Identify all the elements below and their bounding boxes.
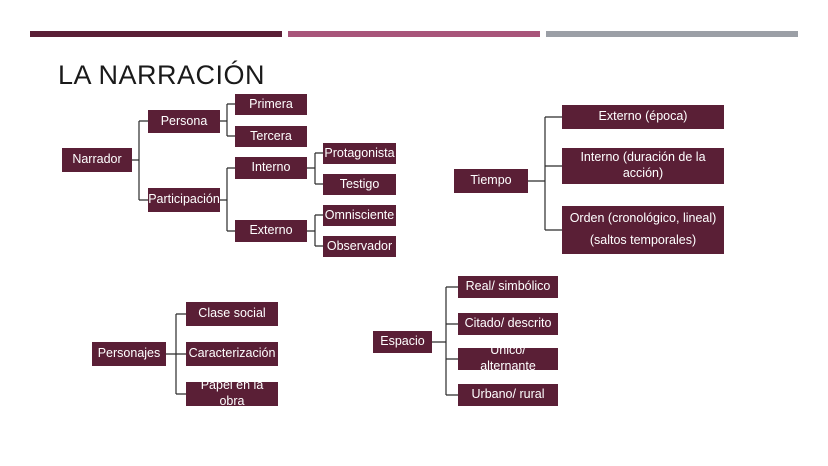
participacion-node: Participación bbox=[148, 188, 220, 212]
connector-narrador bbox=[132, 120, 148, 201]
citado-descrito-node: Citado/ descrito bbox=[458, 313, 558, 335]
tiempo-interno-node: Interno (duración de la acción) bbox=[562, 148, 724, 184]
personajes-node: Personajes bbox=[92, 342, 166, 366]
urbano-rural-node: Urbano/ rural bbox=[458, 384, 558, 406]
espacio-node: Espacio bbox=[373, 331, 432, 353]
connector-participacion bbox=[220, 167, 235, 232]
tiempo-orden-line-1: Orden (cronológico, lineal) bbox=[569, 211, 717, 226]
connector-externo bbox=[307, 214, 323, 247]
connector-personajes bbox=[166, 313, 186, 395]
accent-bar-1 bbox=[30, 31, 282, 37]
real-simbolico-node: Real/ simbólico bbox=[458, 276, 558, 298]
tiempo-externo-node: Externo (época) bbox=[562, 105, 724, 129]
tiempo-orden-line-2: (saltos temporales) bbox=[589, 233, 697, 247]
accent-bar-3 bbox=[546, 31, 798, 37]
persona-node: Persona bbox=[148, 110, 220, 133]
observador-node: Observador bbox=[323, 236, 396, 257]
omnisciente-node: Omnisciente bbox=[323, 205, 396, 226]
connector-persona bbox=[220, 103, 235, 137]
clase-social-node: Clase social bbox=[186, 302, 278, 326]
connector-interno bbox=[307, 152, 323, 185]
caracterizacion-node: Caracterización bbox=[186, 342, 278, 366]
accent-bar-2 bbox=[288, 31, 540, 37]
narrador-node: Narrador bbox=[62, 148, 132, 172]
tiempo-orden-node: Orden (cronológico, lineal) (saltos temp… bbox=[562, 206, 724, 254]
papel-en-la-obra-node: Papel en la obra bbox=[186, 378, 278, 408]
tiempo-interno-line-1: Interno (duración de la bbox=[580, 150, 706, 165]
externo-node: Externo bbox=[235, 220, 307, 242]
unico-alternante-node: Único/ alternante bbox=[458, 343, 558, 373]
testigo-node: Testigo bbox=[323, 174, 396, 195]
primera-node: Primera bbox=[235, 94, 307, 115]
tiempo-node: Tiempo bbox=[454, 169, 528, 193]
interno-node: Interno bbox=[235, 157, 307, 179]
connector-tiempo bbox=[528, 116, 562, 231]
page-title: LA NARRACIÓN bbox=[58, 60, 266, 90]
protagonista-node: Protagonista bbox=[323, 143, 396, 164]
tercera-node: Tercera bbox=[235, 126, 307, 147]
tiempo-interno-line-2: acción) bbox=[622, 166, 664, 180]
connector-espacio bbox=[432, 286, 458, 396]
